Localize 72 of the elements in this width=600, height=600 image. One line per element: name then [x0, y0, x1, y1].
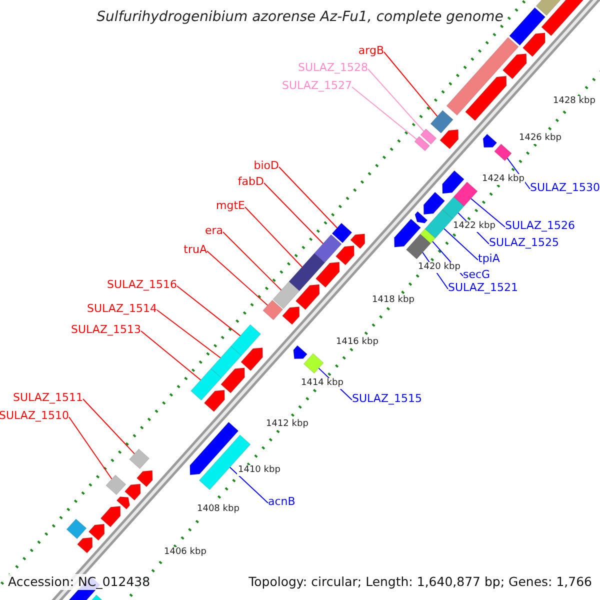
- gene-label: secG: [463, 268, 490, 280]
- leader-line: [368, 68, 424, 132]
- gene-label: era: [204, 224, 223, 236]
- scale-label: 1418 kbp: [371, 295, 416, 306]
- leader-line: [140, 330, 202, 380]
- gene-label: SULAZ_1528: [298, 60, 368, 74]
- gene-box: [210, 346, 242, 378]
- gene-box: [442, 196, 464, 220]
- leader-line: [229, 466, 268, 504]
- scale-label: 1426 kbp: [518, 133, 562, 144]
- leader-line: [206, 250, 268, 306]
- scale-label: 1410 kbp: [237, 465, 282, 476]
- scale-label: 1428 kbp: [552, 96, 596, 107]
- gene-diamond: [129, 448, 150, 469]
- accession-text: Accession: NC_012438: [6, 574, 152, 590]
- leader-line: [222, 232, 282, 291]
- gene-diamond: [304, 353, 324, 374]
- leader-line: [470, 198, 506, 228]
- leader-line: [384, 52, 438, 117]
- leader-line: [244, 206, 303, 268]
- scale-label: 1420 kbp: [417, 262, 462, 273]
- scale-label: 1406 kbp: [163, 547, 208, 558]
- leader-line: [176, 286, 241, 336]
- gene-label: tpiA: [478, 252, 500, 264]
- gene-label: SULAZ_1511: [13, 390, 83, 404]
- gene-label: argB: [358, 44, 384, 56]
- gene-label: SULAZ_1527: [282, 78, 352, 92]
- gene-label: SULAZ_1515: [352, 392, 422, 404]
- gene-diamond: [262, 300, 283, 320]
- gene-label: SULAZ_1530: [530, 180, 600, 194]
- gene-box: [494, 144, 512, 162]
- leader-line: [156, 310, 221, 358]
- gene-label: truA: [184, 242, 207, 256]
- gene-box: [272, 281, 300, 309]
- gene-box: [190, 368, 222, 401]
- gene-diamond: [332, 222, 352, 244]
- gene-box: [406, 234, 431, 260]
- gene-label: SULAZ_1510: [0, 408, 69, 422]
- leader-line: [278, 166, 338, 228]
- leader-line: [444, 228, 478, 260]
- scale-label: 1408 kbp: [196, 504, 240, 515]
- gene-box: [420, 228, 436, 244]
- gene-box: [288, 252, 326, 292]
- gene-label: bioD: [254, 158, 279, 172]
- gene-box: [453, 182, 478, 206]
- scale-label: 1412 kbp: [265, 419, 310, 430]
- gene-box: [424, 209, 453, 238]
- map-title: Sulfurihydrogenibium azorense Az-Fu1, complete genome: [96, 9, 504, 25]
- leader-line: [68, 416, 112, 480]
- scale-label: 1422 kbp: [452, 221, 496, 232]
- scale-label: 1424 kbp: [481, 174, 526, 185]
- gene-box: [314, 234, 342, 263]
- gene-box: [414, 136, 430, 152]
- gene-label: fabD: [238, 174, 264, 188]
- gene-label: SULAZ_1526: [505, 218, 575, 232]
- leader-line: [264, 182, 324, 244]
- gene-label: SULAZ_1521: [448, 280, 518, 294]
- gene-box: [430, 110, 454, 134]
- scale-label: 1416 kbp: [335, 337, 380, 348]
- gene-label: mgtE: [216, 198, 245, 212]
- gene-label: SULAZ_1513: [71, 322, 141, 336]
- gene-label: SULAZ_1516: [107, 278, 177, 290]
- genome-stats-text: Topology: circular; Length: 1,640,877 bp; Genes: 1,766: [246, 574, 594, 590]
- gene-label: acnB: [268, 494, 296, 508]
- leader-line: [82, 398, 135, 454]
- gene-label: SULAZ_1514: [87, 302, 157, 314]
- gene-diamond: [106, 474, 126, 496]
- gene-box: [230, 324, 261, 356]
- gene-box: [420, 128, 437, 144]
- leader-line: [352, 86, 418, 140]
- scale-label: 1414 kbp: [300, 378, 344, 389]
- gene-label: SULAZ_1525: [489, 236, 559, 248]
